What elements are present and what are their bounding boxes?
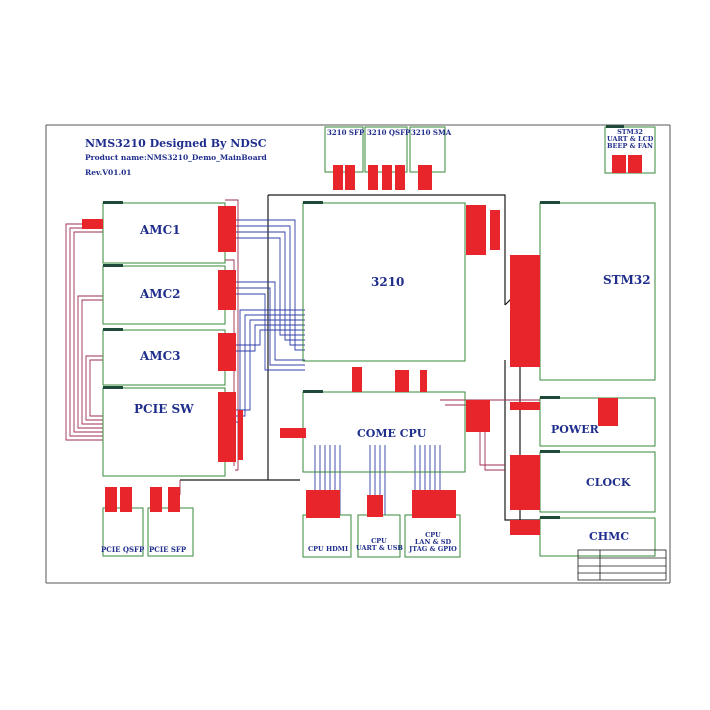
sheet-title: NMS3210 Designed By NDSC bbox=[85, 137, 267, 150]
pcie-sw-label: PCIE SW bbox=[134, 402, 194, 416]
cpu-hdmi-label: CPU HDMI bbox=[308, 545, 349, 553]
block-outlines bbox=[102, 126, 656, 558]
chmc-outline bbox=[539, 517, 656, 557]
stm32-outline bbox=[539, 202, 656, 381]
revision: Rev.V01.01 bbox=[85, 168, 132, 177]
power-outline bbox=[539, 397, 656, 447]
sheet-border bbox=[45, 124, 671, 584]
qsfp-3210-label: 3210 QSFP bbox=[367, 128, 411, 137]
sma-3210-label: 3210 SMA bbox=[411, 128, 452, 137]
stm32-top-line1: STM32 bbox=[617, 128, 643, 136]
red-signal-patches bbox=[82, 155, 642, 535]
cpu-lan-line2: LAN & SD bbox=[414, 537, 452, 546]
come-cpu-label: COME CPU bbox=[357, 427, 427, 440]
pcie-sfp-label: PCIE SFP bbox=[149, 545, 187, 554]
power-label: POWER bbox=[551, 423, 599, 436]
blue-wire-bundles bbox=[225, 219, 441, 515]
cpu-uart-label: CPU UART & USB bbox=[356, 537, 403, 552]
stm32-top-line2: UART & LCD bbox=[607, 134, 654, 143]
cpu-lan-label: CPU LAN & SD JTAG & GPIO bbox=[404, 532, 462, 552]
amc2-label: AMC2 bbox=[140, 287, 181, 301]
stm32-top-line3: BEEP & FAN bbox=[607, 141, 653, 150]
cpu-uart-line2: UART & USB bbox=[356, 543, 403, 552]
product-name: Product name:NMS3210_Demo_MainBoard bbox=[85, 153, 267, 162]
chmc-label: CHMC bbox=[589, 530, 630, 543]
stm32-top-label: STM32 UART & LCD BEEP & FAN bbox=[607, 129, 653, 149]
stm32-label: STM32 bbox=[603, 273, 651, 287]
chip-3210-outline bbox=[302, 202, 466, 362]
block-header-bars bbox=[103, 125, 624, 519]
sfp-3210-outline bbox=[324, 126, 364, 173]
clock-label: CLOCK bbox=[586, 476, 631, 489]
title-block bbox=[577, 549, 667, 581]
pcie-qsfp-label: PCIE QSFP bbox=[101, 545, 145, 554]
cpu-uart-line1: CPU bbox=[371, 537, 387, 545]
chip-3210-label: 3210 bbox=[371, 275, 405, 289]
amc3-label: AMC3 bbox=[140, 349, 181, 363]
cpu-lan-line3: JTAG & GPIO bbox=[409, 544, 457, 553]
sfp-3210-label: 3210 SFP bbox=[327, 128, 365, 137]
cpu-lan-line1: CPU bbox=[425, 531, 441, 539]
amc1-label: AMC1 bbox=[140, 223, 181, 237]
